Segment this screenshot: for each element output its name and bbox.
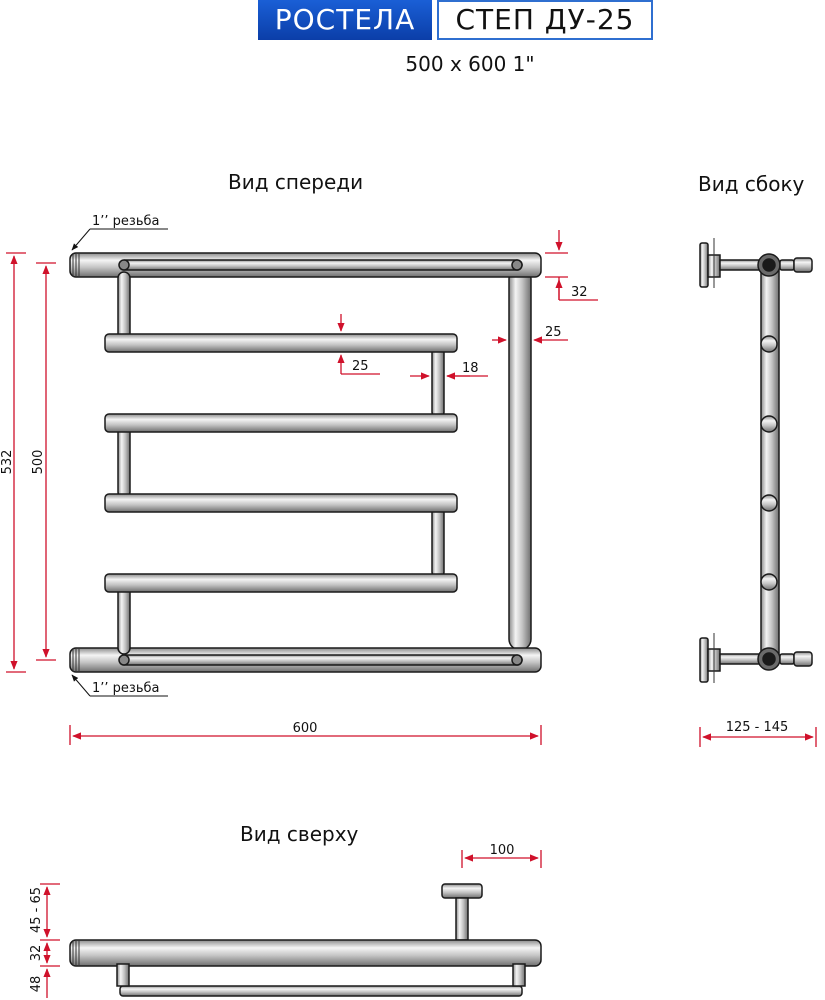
size-spec: 500 x 600 1" bbox=[405, 52, 535, 76]
dim-riser-diam: 25 bbox=[545, 325, 562, 340]
top-view bbox=[69, 883, 542, 997]
front-view bbox=[69, 252, 542, 673]
dim-height-total: 532 bbox=[0, 450, 15, 475]
dim-depth: 125 - 145 bbox=[726, 720, 789, 735]
front-view-title: Вид спереди bbox=[228, 170, 364, 194]
thread-label-top: 1’’ резьба bbox=[92, 214, 159, 229]
thread-label-bottom: 1’’ резьба bbox=[92, 681, 159, 696]
top-view-title: Вид сверху bbox=[240, 822, 359, 846]
side-view bbox=[699, 238, 813, 683]
brand-label: РОСТЕЛА bbox=[258, 0, 432, 40]
side-view-title: Вид сбоку bbox=[698, 172, 805, 196]
front-dimensions bbox=[6, 230, 598, 745]
dim-top-1: 45 - 65 bbox=[29, 887, 44, 933]
dim-pipe-offset: 32 bbox=[571, 285, 588, 300]
dim-wall-offset: 100 bbox=[490, 843, 515, 858]
dim-gap: 18 bbox=[462, 361, 479, 376]
top-dimensions bbox=[40, 850, 542, 998]
side-dimensions bbox=[699, 727, 817, 747]
dim-top-3: 48 bbox=[29, 976, 44, 993]
model-label: СТЕП ДУ-25 bbox=[437, 0, 653, 40]
dim-rung-diam: 25 bbox=[352, 359, 369, 374]
dim-width: 600 bbox=[293, 721, 318, 736]
dim-height-axis: 500 bbox=[31, 450, 46, 475]
dim-top-2: 32 bbox=[29, 945, 44, 962]
